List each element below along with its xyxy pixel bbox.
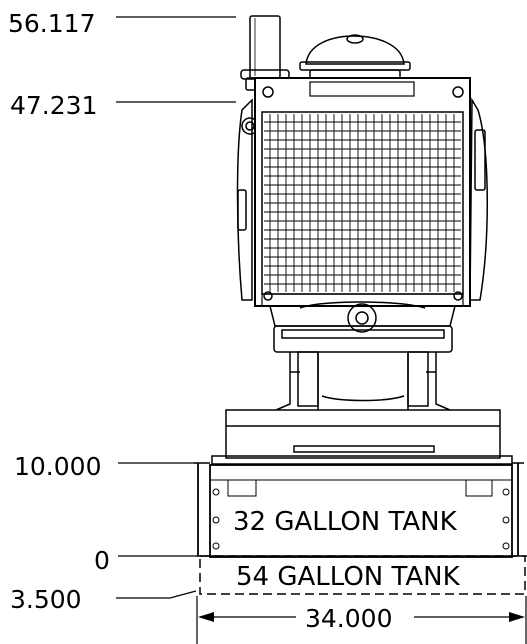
dimension-47-231: 47.231 bbox=[10, 91, 236, 120]
dimension-10-000: 10.000 bbox=[14, 452, 196, 481]
dimension-label-47-231: 47.231 bbox=[10, 91, 97, 120]
dimension-label-0: 0 bbox=[94, 546, 110, 575]
radiator bbox=[254, 77, 471, 307]
dimension-label-3-500: 3.500 bbox=[10, 585, 82, 614]
dimension-56-117: 56.117 bbox=[8, 9, 236, 38]
generator-base bbox=[211, 409, 513, 465]
dimension-label-10-000: 10.000 bbox=[14, 452, 101, 481]
tank-32-gallon: 32 GALLON TANK bbox=[194, 462, 524, 558]
tank-54-label: 54 GALLON TANK bbox=[236, 562, 461, 592]
dimension-label-56-117: 56.117 bbox=[8, 9, 95, 38]
dimension-width: 34.000 bbox=[196, 596, 527, 644]
tank-32-label: 32 GALLON TANK bbox=[233, 507, 458, 537]
dimension-3-500: 3.500 bbox=[10, 585, 197, 614]
radiator-core bbox=[264, 114, 461, 292]
engine-lower bbox=[269, 301, 456, 425]
tank-54-gallon: 54 GALLON TANK bbox=[196, 555, 527, 595]
dimension-0: 0 bbox=[94, 546, 196, 575]
air-cleaner bbox=[299, 34, 411, 95]
dimension-label-width: 34.000 bbox=[305, 604, 392, 633]
